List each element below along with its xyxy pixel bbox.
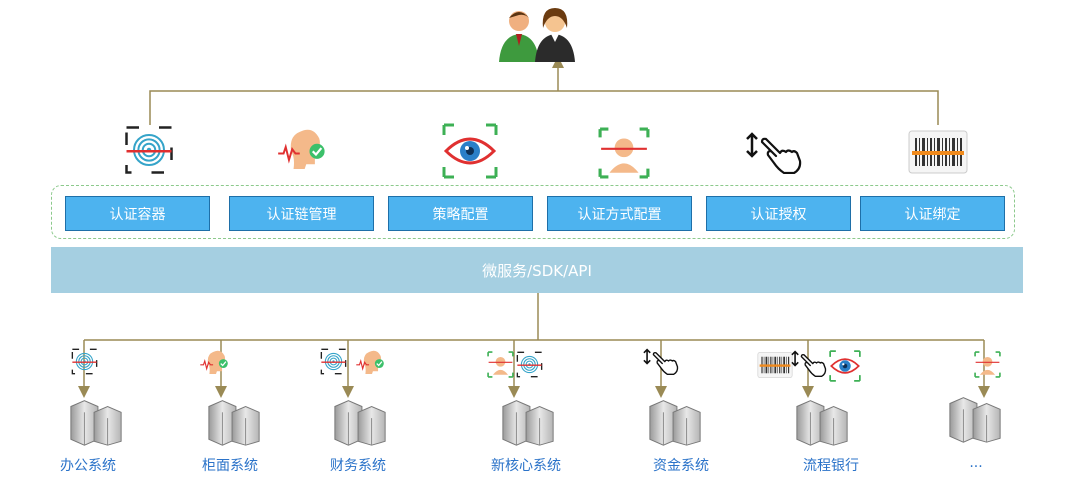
face-icon (974, 351, 1001, 378)
server-icon (502, 400, 554, 446)
server-icon (334, 400, 386, 446)
module-auth-authorize: 认证授权 (706, 196, 851, 231)
server-icon (949, 397, 1001, 443)
top-connectors (149, 56, 939, 125)
voice-icon (277, 128, 326, 169)
gesture-icon (745, 132, 802, 174)
fingerprint-icon (516, 351, 543, 378)
module-auth-chain: 认证链管理 (229, 196, 374, 231)
server-icon (649, 400, 701, 446)
module-group-frame (51, 185, 1015, 239)
server-icon (796, 400, 848, 446)
module-auth-binding: 认证绑定 (860, 196, 1005, 231)
system-label-finance: 财务系统 (330, 458, 386, 474)
module-auth-container: 认证容器 (65, 196, 210, 231)
face-icon (598, 127, 650, 179)
voice-icon (199, 350, 229, 374)
fingerprint-icon (320, 348, 347, 375)
system-label-funds: 资金系统 (653, 458, 709, 474)
voice-icon (355, 350, 385, 374)
module-method-config: 认证方式配置 (547, 196, 692, 231)
fingerprint-icon (125, 126, 173, 174)
users-icon (499, 8, 575, 62)
server-icon (208, 400, 260, 446)
system-label-office: 办公系统 (60, 458, 116, 474)
system-label-new-core: 新核心系统 (491, 458, 561, 474)
system-label-counter: 柜面系统 (202, 458, 258, 474)
face-icon (487, 351, 514, 378)
service-band-label: 微服务/SDK/API (482, 261, 592, 280)
eye-icon (442, 123, 498, 179)
module-policy-config: 策略配置 (388, 196, 533, 231)
system-label-more: ... (969, 455, 983, 471)
service-band: 微服务/SDK/API (51, 247, 1023, 293)
fingerprint-icon (71, 348, 98, 375)
barcode-icon (908, 130, 968, 174)
server-icon (70, 400, 122, 446)
eye-icon (829, 350, 861, 382)
system-label-process-bank: 流程银行 (803, 458, 859, 474)
barcode-icon (757, 352, 793, 378)
